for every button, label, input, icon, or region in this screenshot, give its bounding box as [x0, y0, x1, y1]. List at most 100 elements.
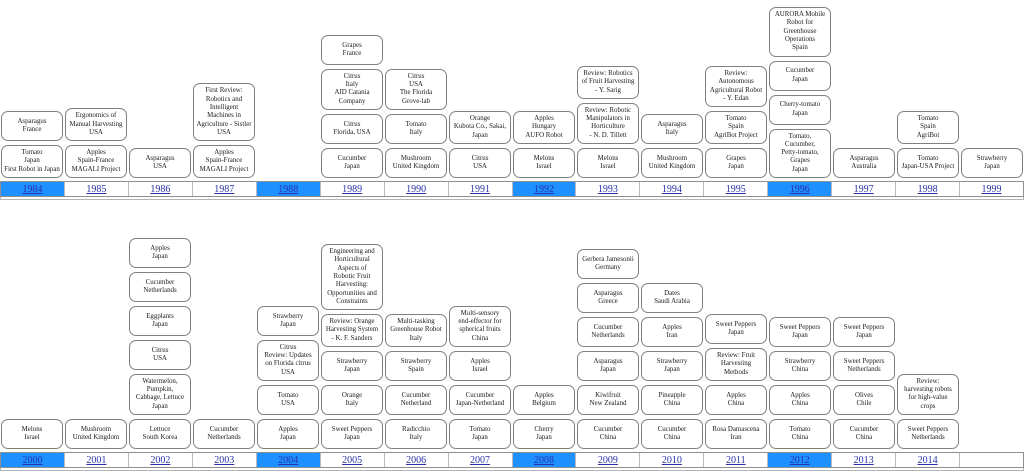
event-box: Melons Israel [1, 419, 63, 449]
event-box: Asparagus Greece [577, 283, 639, 313]
year-link[interactable]: 2005 [342, 454, 363, 466]
year-link[interactable]: 2010 [661, 454, 682, 466]
year-cell[interactable]: 2010 [640, 453, 705, 467]
event-box: Cucumber Netherlands [129, 271, 191, 302]
year-column: Engineering and Horticultural Aspects of… [320, 244, 384, 452]
year-cell[interactable]: 2003 [192, 453, 257, 467]
year-link[interactable]: 2009 [597, 454, 618, 466]
event-box: Apples Spain-France MAGALI Project [65, 145, 127, 178]
year-link[interactable]: 1986 [150, 183, 171, 195]
year-cell[interactable]: 1992 [512, 182, 577, 196]
year-link[interactable]: 2000 [22, 454, 43, 466]
year-cell[interactable]: 1999 [960, 182, 1023, 196]
event-box: Tomato Italy [385, 114, 447, 144]
year-link[interactable]: 1997 [853, 183, 874, 195]
event-box: Mushroom United Kingdom [65, 419, 127, 449]
event-box: Cucumber Japan-Netherland [449, 385, 511, 415]
year-link[interactable]: 2002 [150, 454, 171, 466]
year-link[interactable]: 1994 [661, 183, 682, 195]
year-cell[interactable]: 2007 [448, 453, 513, 467]
year-link[interactable]: 2012 [789, 454, 810, 466]
event-box: Citrus Florida, USA [321, 114, 383, 144]
year-link[interactable]: 2003 [214, 454, 235, 466]
year-column: Mushroom United Kingdom [64, 419, 128, 452]
year-cell[interactable]: 1993 [576, 182, 641, 196]
event-box: Cucumber Japan [769, 60, 831, 91]
event-box: Rosa Damascena Iran [705, 419, 767, 449]
year-cell[interactable]: 1984 [1, 182, 65, 196]
year-cell[interactable]: 1991 [448, 182, 513, 196]
year-cell[interactable]: 2002 [128, 453, 193, 467]
year-link[interactable]: 2004 [278, 454, 299, 466]
year-cell[interactable]: 1987 [192, 182, 257, 196]
year-cell[interactable]: 1994 [640, 182, 705, 196]
year-column: Review: harvesting robots for high-value… [896, 373, 960, 452]
year-cell[interactable]: 1988 [256, 182, 321, 196]
year-link[interactable]: 1999 [981, 183, 1002, 195]
year-link[interactable]: 1989 [342, 183, 363, 195]
event-box: Cherry-tomato Japan [769, 94, 831, 125]
year-column: Cucumber Netherlands [192, 419, 256, 452]
year-cell[interactable]: 2014 [896, 453, 961, 467]
year-link[interactable]: 2011 [725, 454, 746, 466]
year-cell[interactable]: 1985 [64, 182, 129, 196]
year-link[interactable]: 2014 [917, 454, 938, 466]
event-box: Strawberry China [769, 351, 831, 381]
year-cell[interactable]: 2005 [320, 453, 385, 467]
year-cell[interactable]: 2012 [768, 453, 833, 467]
year-cell[interactable]: 2000 [1, 453, 65, 467]
event-box: First Review: Robotics and Intelligent M… [193, 83, 255, 142]
year-link[interactable]: 1992 [533, 183, 554, 195]
year-link[interactable]: 2007 [470, 454, 491, 466]
year-link[interactable]: 2013 [853, 454, 874, 466]
event-box: Lettuce South Korea [129, 419, 191, 449]
event-box: Olives Chile [833, 385, 895, 415]
year-cell[interactable]: 1998 [896, 182, 961, 196]
year-link[interactable]: 1990 [406, 183, 427, 195]
event-box: Review: Robotic Manipulators in Horticul… [577, 102, 639, 144]
year-cell[interactable]: 1990 [384, 182, 449, 196]
event-box: Sweet Peppers Netherlands [897, 419, 959, 449]
year-cell[interactable]: 2006 [384, 453, 449, 467]
event-box: Apples Japan [257, 419, 319, 449]
year-cell[interactable]: 2008 [512, 453, 577, 467]
year-link[interactable]: 1993 [597, 183, 618, 195]
year-cell[interactable]: 1996 [768, 182, 833, 196]
year-link[interactable]: 1998 [917, 183, 938, 195]
year-cell[interactable]: 1986 [128, 182, 193, 196]
year-cell-empty [960, 453, 1023, 467]
year-link[interactable]: 2008 [533, 454, 554, 466]
year-column: Asparagus USA [128, 148, 192, 181]
year-cell[interactable]: 1995 [704, 182, 769, 196]
year-link[interactable]: 2001 [86, 454, 107, 466]
year-link[interactable]: 1995 [725, 183, 746, 195]
event-box: Citrus Italy AID Catania Company [321, 68, 383, 110]
event-box: Kiwifruit New Zealand [577, 385, 639, 415]
year-cell[interactable]: 1997 [832, 182, 897, 196]
year-cell[interactable]: 2011 [704, 453, 769, 467]
year-link[interactable]: 1996 [789, 183, 810, 195]
year-link[interactable]: 1988 [278, 183, 299, 195]
year-cell[interactable]: 2009 [576, 453, 641, 467]
event-box: Tomato Spain AgriBot [897, 111, 959, 144]
year-link[interactable]: 1984 [22, 183, 43, 195]
year-cell[interactable]: 2004 [256, 453, 321, 467]
event-box: Asparagus France [1, 111, 63, 142]
year-cell[interactable]: 2001 [64, 453, 129, 467]
event-box: Strawberry Spain [385, 351, 447, 381]
event-box: Apples China [705, 385, 767, 415]
event-box: Cucumber China [641, 419, 703, 449]
year-link[interactable]: 1985 [86, 183, 107, 195]
year-link[interactable]: 1991 [470, 183, 491, 195]
year-cell[interactable]: 2013 [832, 453, 897, 467]
event-box: Ergonomics of Manual Harvesting USA [65, 108, 127, 142]
year-cell[interactable]: 1989 [320, 182, 385, 196]
event-box: Asparagus Japan [577, 351, 639, 381]
year-link[interactable]: 2006 [406, 454, 427, 466]
year-link[interactable]: 1987 [214, 183, 235, 195]
event-box: Strawberry Japan [321, 351, 383, 381]
